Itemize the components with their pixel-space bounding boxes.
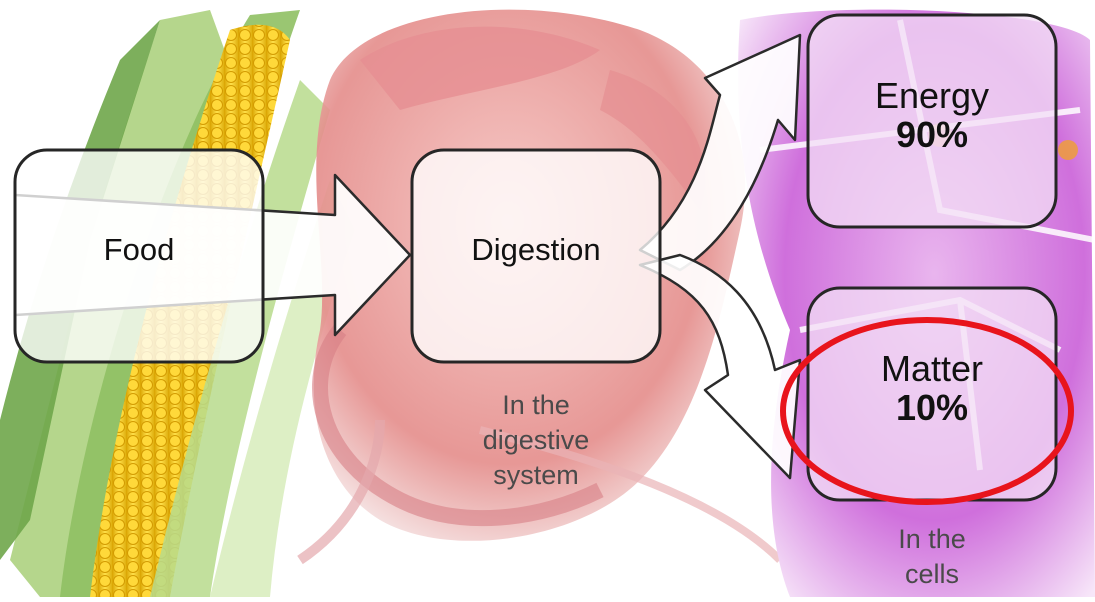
cells-caption-line: cells <box>808 557 1056 592</box>
matter-label: Matter <box>808 350 1056 389</box>
digestive-caption-line: In the <box>412 388 660 423</box>
digestive-caption-line: digestive <box>412 423 660 458</box>
digestive-system-caption: In the digestive system <box>412 388 660 493</box>
matter-label-group: Matter 10% <box>808 350 1056 428</box>
digestion-label: Digestion <box>412 233 660 266</box>
energy-label-group: Energy 90% <box>808 77 1056 155</box>
food-label: Food <box>15 233 263 266</box>
cells-caption-line: In the <box>808 522 1056 557</box>
digestive-caption-line: system <box>412 458 660 493</box>
matter-percent: 10% <box>808 389 1056 428</box>
energy-label: Energy <box>808 77 1056 116</box>
cells-caption: In the cells <box>808 522 1056 592</box>
energy-percent: 90% <box>808 116 1056 155</box>
